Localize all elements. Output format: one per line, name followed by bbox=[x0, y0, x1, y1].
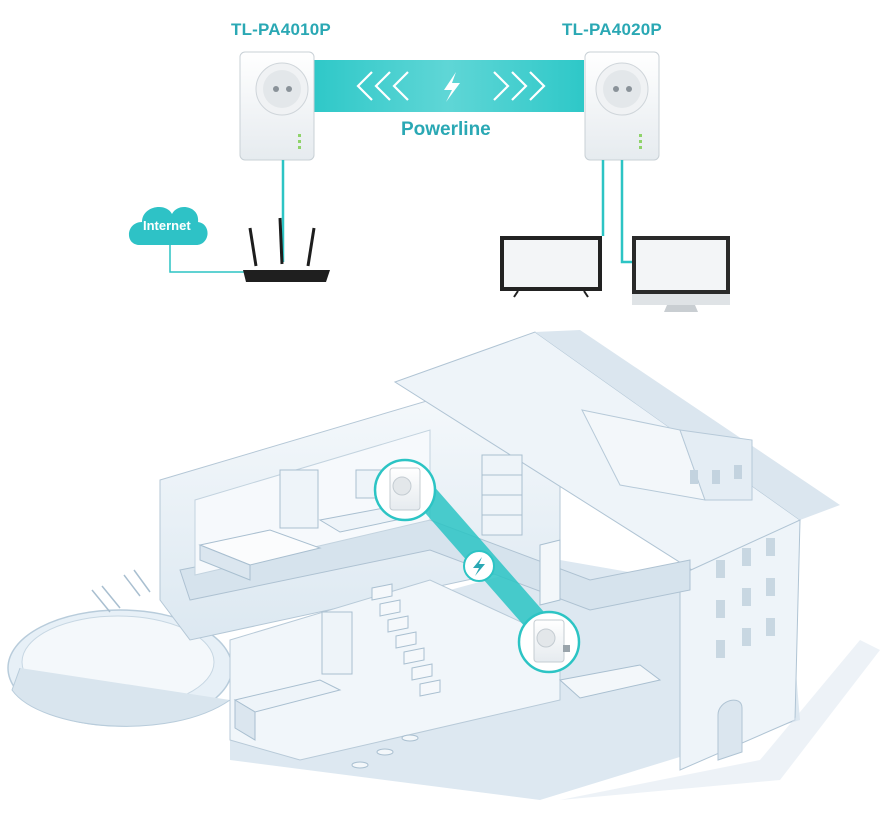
house-adapter-lower bbox=[517, 610, 581, 674]
left-adapter-label: TL-PA4010P bbox=[231, 20, 331, 39]
house-adapter-upper bbox=[373, 458, 437, 522]
right-adapter-label: TL-PA4020P bbox=[562, 20, 662, 39]
house-illustration bbox=[7, 330, 880, 800]
powerline-adapter-right bbox=[584, 51, 660, 161]
tv-icon bbox=[500, 236, 602, 298]
cloud-icon bbox=[128, 207, 208, 245]
powerline-label: Powerline bbox=[401, 119, 491, 140]
imac-icon bbox=[632, 236, 730, 312]
internet-label: Internet bbox=[143, 218, 191, 233]
router-icon bbox=[243, 217, 330, 282]
lightning-icon bbox=[444, 72, 460, 102]
powerline-adapter-left bbox=[239, 51, 315, 161]
house-powerline-link bbox=[412, 484, 558, 644]
ethernet-cables bbox=[281, 160, 636, 264]
powerline-link bbox=[312, 60, 584, 112]
